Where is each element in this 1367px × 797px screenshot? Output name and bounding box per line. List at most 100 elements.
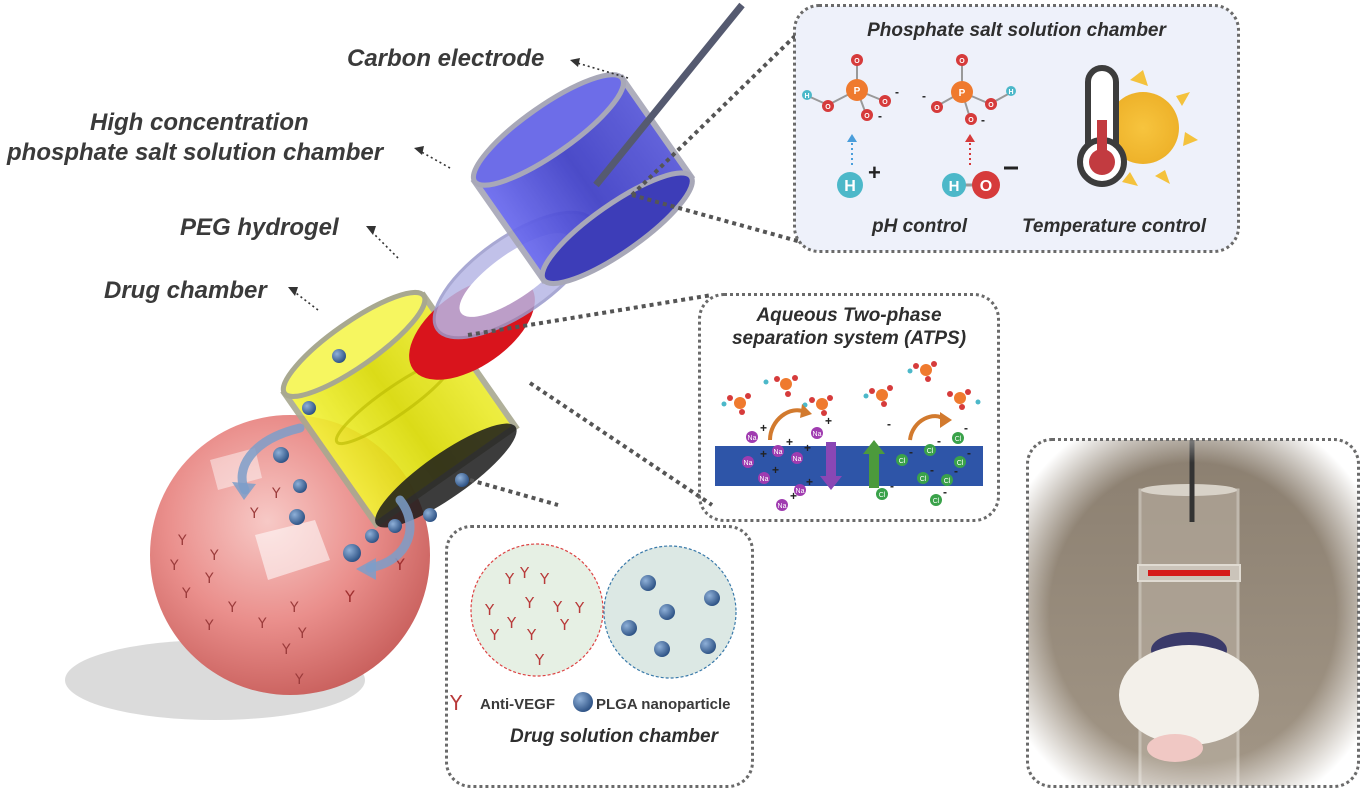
- thermometer-sun-icon: [1077, 65, 1198, 187]
- svg-text:+: +: [772, 463, 779, 477]
- svg-text:Na: Na: [796, 488, 805, 495]
- svg-text:-: -: [954, 464, 958, 478]
- hydroxide-o-symbol: O: [980, 178, 992, 195]
- atps-phosphates: [721, 361, 981, 416]
- phosphate-panel-bg: [795, 6, 1238, 251]
- svg-text:-: -: [922, 89, 926, 103]
- atps-curve-arrow-1-head: [800, 404, 812, 418]
- label-high-concentration: High concentration: [90, 109, 309, 136]
- svg-text:Y: Y: [204, 618, 214, 634]
- svg-text:Y: Y: [181, 586, 191, 602]
- svg-text:+: +: [804, 441, 811, 455]
- leader-arrowheads: [288, 58, 580, 296]
- svg-text:Y: Y: [539, 570, 550, 588]
- svg-text:-: -: [981, 113, 985, 127]
- svg-text:O: O: [988, 102, 994, 109]
- phosphate-molecule-left: P O O O O H - -: [802, 54, 899, 123]
- svg-text:Cl: Cl: [955, 436, 962, 443]
- atps-na-arrow-head: [820, 476, 842, 490]
- hydroxide-h: [942, 173, 966, 197]
- atps-na-arrow: [826, 442, 836, 478]
- svg-text:O: O: [968, 117, 974, 124]
- svg-text:Y: Y: [227, 600, 237, 616]
- hydroxide-o: [972, 171, 1000, 199]
- svg-text:Y: Y: [559, 616, 570, 634]
- hydroxide-h-symbol: H: [949, 178, 960, 195]
- svg-text:Y: Y: [489, 626, 500, 644]
- svg-text:Cl: Cl: [899, 458, 906, 465]
- phosphate-chamber-cylinder: [470, 72, 696, 286]
- svg-text:-: -: [909, 445, 913, 459]
- atps-cl-arrow: [869, 452, 879, 488]
- svg-text:Na: Na: [760, 476, 769, 483]
- svg-text:P: P: [959, 88, 966, 99]
- svg-text:Y: Y: [289, 600, 299, 616]
- svg-text:H: H: [1008, 89, 1013, 96]
- svg-text:Y: Y: [552, 598, 563, 616]
- svg-text:-: -: [895, 85, 899, 99]
- svg-text:+: +: [825, 414, 832, 428]
- h-arrow-head: [847, 134, 857, 142]
- svg-text:Y: Y: [484, 601, 495, 619]
- atps-cl-arrow-head: [863, 440, 885, 454]
- svg-text:Y: Y: [519, 564, 530, 582]
- atps-title-line2: separation system (ATPS): [731, 328, 967, 349]
- antibody-pool: [470, 543, 604, 677]
- ph-control-label: pH control: [872, 216, 967, 237]
- eye-highlight: [255, 520, 330, 580]
- hydrogen-ion-charge: +: [868, 160, 881, 185]
- label-carbon-electrode: Carbon electrode: [347, 45, 545, 72]
- drug-solution-panel: Anti-VEGF PLGA nanoparticle Drug solutio…: [445, 525, 754, 788]
- phosphate-molecule-right: P O O O O H - -: [922, 54, 1016, 127]
- temperature-control-label: Temperature control: [1022, 216, 1207, 237]
- svg-text:Y: Y: [204, 571, 214, 587]
- svg-text:-: -: [930, 463, 934, 477]
- svg-text:Cl: Cl: [944, 478, 951, 485]
- svg-text:O: O: [959, 58, 965, 65]
- label-phosphate-chamber: phosphate salt solution chamber: [7, 139, 384, 166]
- svg-text:Y: Y: [281, 642, 291, 658]
- svg-text:Y: Y: [574, 599, 585, 617]
- atps-panel: Aqueous Two-phase separation system (ATP…: [698, 293, 1000, 522]
- svg-text:Na: Na: [748, 435, 757, 442]
- svg-text:-: -: [967, 446, 971, 460]
- svg-text:O: O: [854, 58, 860, 65]
- svg-text:Y: Y: [209, 548, 219, 564]
- svg-text:+: +: [786, 435, 793, 449]
- flow-arrow-right: [365, 495, 415, 573]
- svg-text:+: +: [790, 489, 797, 503]
- eye-antibodies: Y Y Y Y Y Y Y Y Y Y Y Y Y Y Y Y: [169, 486, 405, 688]
- svg-text:Na: Na: [793, 456, 802, 463]
- svg-text:Y: Y: [524, 594, 535, 612]
- flow-arrow-right-head: [356, 558, 376, 580]
- photo-panel: [1026, 438, 1360, 788]
- device-photo: [1028, 440, 1358, 788]
- atps-chloride-ions: Cl Cl Cl Cl Cl Cl Cl Cl: [876, 432, 966, 506]
- atps-curve-arrow-2-head: [940, 412, 952, 428]
- svg-text:Na: Na: [744, 460, 753, 467]
- legend-antibody-icon: Y: [449, 691, 463, 715]
- nanoparticle-pool-items: [621, 575, 720, 657]
- atps-title-line1: Aqueous Two-phase: [756, 305, 942, 326]
- svg-text:Cl: Cl: [933, 498, 940, 505]
- svg-text:Na: Na: [778, 503, 787, 510]
- svg-text:Cl: Cl: [957, 460, 964, 467]
- svg-text:-: -: [890, 479, 894, 493]
- label-drug-chamber: Drug chamber: [104, 277, 267, 304]
- svg-text:+: +: [760, 447, 767, 461]
- svg-text:H: H: [804, 93, 809, 100]
- svg-text:O: O: [864, 113, 870, 120]
- svg-text:O: O: [825, 104, 831, 111]
- phosphate-panel: Phosphate salt solution chamber pH contr…: [793, 4, 1240, 253]
- hydrogen-ion-symbol: H: [844, 178, 856, 195]
- svg-text:+: +: [760, 421, 767, 435]
- svg-text:Y: Y: [271, 486, 281, 502]
- svg-text:Y: Y: [177, 533, 187, 549]
- label-peg-hydrogel: PEG hydrogel: [180, 214, 339, 241]
- legend-nanoparticle-icon: [573, 692, 593, 712]
- hydrogen-ion: [837, 172, 863, 198]
- svg-text:O: O: [934, 105, 940, 112]
- drug-chamber-nanoparticles: [273, 349, 469, 562]
- svg-text:P: P: [854, 86, 861, 97]
